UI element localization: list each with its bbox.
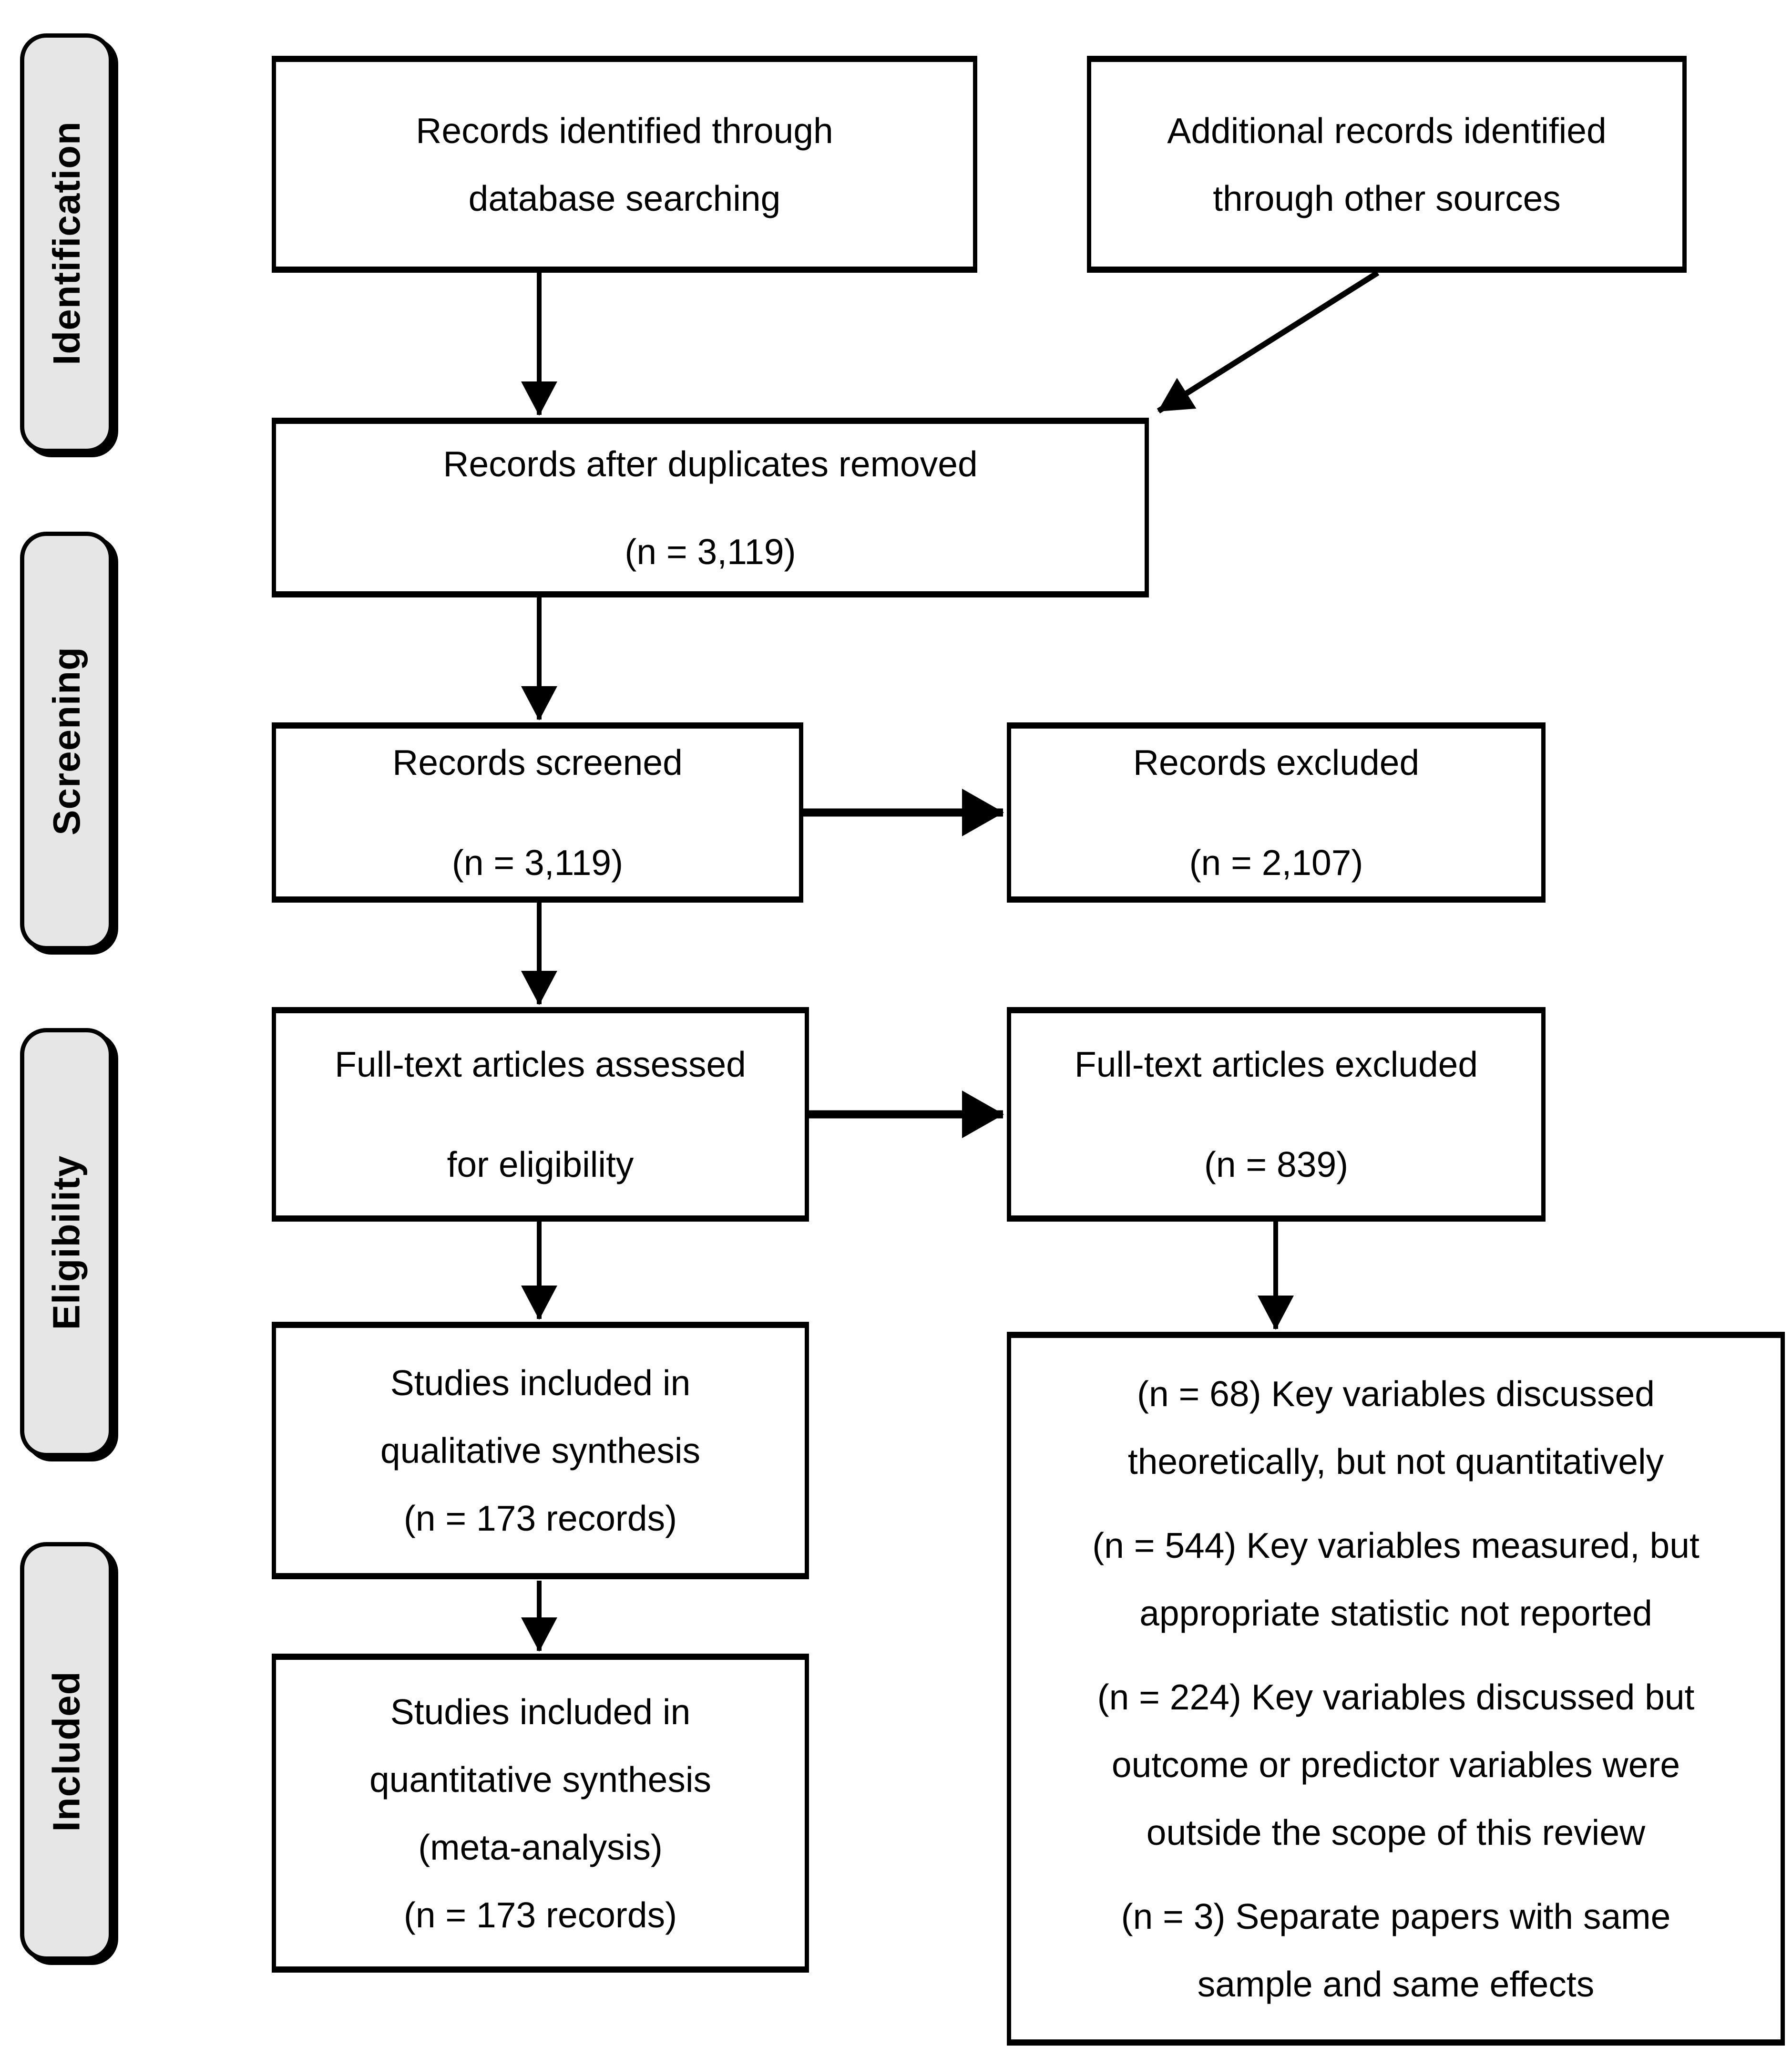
text-line: Full-text articles assessed — [335, 1044, 746, 1084]
text-line: quantitative synthesis — [369, 1759, 712, 1800]
box-records-identified: Records identified through database sear… — [272, 56, 977, 273]
text-line: appropriate statistic not reported — [1139, 1593, 1652, 1633]
text-line: outside the scope of this review — [1146, 1812, 1646, 1852]
text-line: database searching — [468, 178, 781, 218]
text-line: outcome or predictor variables were — [1111, 1744, 1680, 1785]
text-line: qualitative synthesis — [380, 1430, 701, 1471]
text-line: (meta-analysis) — [418, 1827, 663, 1867]
text-line: (n = 68) Key variables discussed — [1137, 1373, 1655, 1414]
box-additional-records: Additional records identified through ot… — [1087, 56, 1687, 273]
text-line: (n = 3,119) — [451, 843, 624, 883]
text-line: for eligibility — [447, 1144, 634, 1184]
text-line: Additional records identified — [1167, 110, 1607, 151]
text-line: Studies included in — [390, 1363, 691, 1403]
text-line: (n = 3) Separate papers with same — [1121, 1896, 1671, 1936]
box-records-excluded: Records excluded (n = 2,107) — [1007, 722, 1546, 903]
text-line: Records identified through — [416, 110, 833, 151]
exclusion-reason: (n = 544) Key variables measured, but ap… — [1092, 1512, 1700, 1647]
exclusion-reason: (n = 224) Key variables discussed but ou… — [1097, 1663, 1695, 1866]
text-line: (n = 173 records) — [403, 1894, 677, 1935]
stage-label-text: Eligibility — [45, 1155, 88, 1330]
text-line: (n = 173 records) — [403, 1498, 677, 1538]
text-line: (n = 224) Key variables discussed but — [1097, 1677, 1695, 1717]
text-line: Full-text articles excluded — [1074, 1044, 1478, 1084]
stage-label-included: Included — [20, 1542, 113, 1961]
box-exclusion-reasons: (n = 68) Key variables discussed theoret… — [1007, 1332, 1785, 2046]
stage-label-eligibility: Eligibility — [20, 1028, 113, 1457]
text-line: Records excluded — [1133, 742, 1420, 782]
box-fulltext-excluded: Full-text articles excluded (n = 839) — [1007, 1007, 1546, 1222]
stage-label-text: Included — [45, 1671, 88, 1832]
text-line: (n = 839) — [1204, 1144, 1349, 1184]
text-line: theoretically, but not quantitatively — [1127, 1441, 1664, 1482]
text-line: (n = 3,119) — [625, 531, 796, 572]
text-line: Studies included in — [390, 1691, 691, 1732]
text-line: through other sources — [1213, 178, 1561, 218]
text-line: (n = 544) Key variables measured, but — [1092, 1525, 1700, 1565]
box-qualitative-synthesis: Studies included in qualitative synthesi… — [272, 1322, 809, 1579]
stage-label-text: Identification — [45, 121, 88, 365]
arrow-additional-to-duplicates — [1157, 270, 1380, 414]
box-fulltext-assessed: Full-text articles assessed for eligibil… — [272, 1007, 809, 1222]
box-records-screened: Records screened (n = 3,119) — [272, 722, 803, 903]
exclusion-reason: (n = 68) Key variables discussed theoret… — [1128, 1360, 1664, 1495]
text-line: sample and same effects — [1197, 1964, 1595, 2004]
text-line: Records after duplicates removed — [443, 443, 978, 484]
stage-label-identification: Identification — [20, 33, 113, 453]
text-line: (n = 2,107) — [1189, 843, 1363, 883]
box-quantitative-synthesis: Studies included in quantitative synthes… — [272, 1654, 809, 1973]
stage-label-text: Screening — [45, 647, 88, 835]
stage-label-screening: Screening — [20, 532, 113, 950]
text-line: Records screened — [392, 742, 683, 782]
box-duplicates-removed: Records after duplicates removed (n = 3,… — [272, 418, 1149, 597]
exclusion-reason: (n = 3) Separate papers with same sample… — [1121, 1883, 1671, 2018]
